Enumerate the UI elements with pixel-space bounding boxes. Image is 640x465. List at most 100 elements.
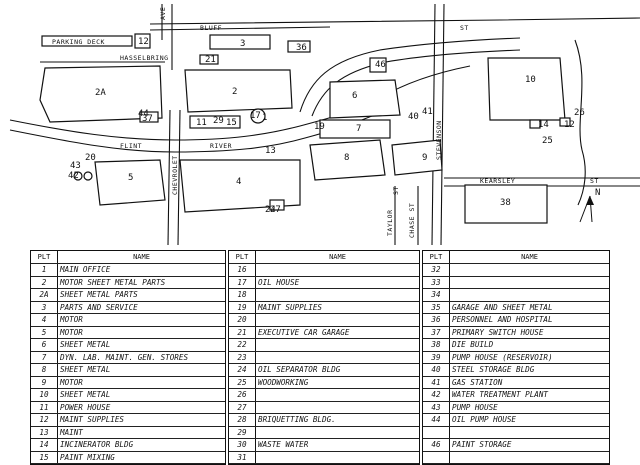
- legend-row: 23: [229, 351, 419, 364]
- building-label-41: 41: [422, 107, 433, 117]
- building-label-43: 43: [70, 161, 81, 171]
- legend-row: 16: [229, 263, 419, 277]
- building-label-24: 24: [265, 205, 276, 215]
- building-label-26: 26: [574, 108, 585, 118]
- legend-plant-name: POWER HOUSE: [57, 401, 225, 414]
- legend-plant-number: 7: [31, 351, 58, 364]
- street-label-st-lower: ST: [392, 186, 400, 195]
- legend-row: 26: [229, 388, 419, 402]
- legend-plant-number: 19: [229, 301, 256, 314]
- legend-plant-number: 28: [229, 413, 256, 427]
- building-14: [529, 119, 541, 129]
- building-2: [184, 69, 293, 113]
- building-46: [369, 57, 387, 73]
- legend-plant-number: 5: [31, 326, 58, 339]
- legend-header-name: NAME: [255, 251, 419, 264]
- legend-plant-number: 24: [229, 363, 256, 377]
- building-38: [464, 184, 548, 224]
- building-12: [559, 117, 571, 127]
- legend-plant-name: MAINT: [57, 426, 225, 439]
- legend-plant-number: 15: [31, 451, 58, 464]
- legend-plant-name: [255, 401, 419, 414]
- street-label-ave: AVE: [159, 7, 167, 20]
- legend-plant-name: SHEET METAL: [57, 388, 225, 402]
- building-label-25: 25: [542, 136, 553, 146]
- legend-plant-name: [449, 263, 609, 277]
- legend-plant-name: DIE BUILD: [449, 338, 609, 352]
- building-label-4: 4: [236, 177, 241, 187]
- building-label-10: 10: [525, 75, 536, 85]
- street-label-stevenson: STEVENSON: [435, 120, 443, 160]
- legend-row: 33: [423, 276, 609, 289]
- legend-plant-number: 2A: [31, 288, 58, 302]
- legend-plant-name: BRIQUETTING BLDG.: [255, 413, 419, 427]
- legend-plant-name: INCINERATOR BLDG: [57, 438, 225, 452]
- legend-plant-number: 31: [229, 451, 256, 464]
- legend-row: 22: [229, 338, 419, 352]
- legend-plant-number: 2: [31, 276, 58, 289]
- legend-plant-number: 23: [229, 351, 256, 364]
- legend-plant-name: [255, 263, 419, 277]
- building-label-14: 14: [538, 120, 549, 130]
- legend-row: [423, 451, 609, 464]
- legend-plant-number: 42: [423, 388, 450, 402]
- building-label-40: 40: [408, 112, 419, 122]
- legend-plant-name: PUMP HOUSE: [449, 401, 609, 414]
- legend-plant-name: PUMP HOUSE (RESERVOIR): [449, 351, 609, 364]
- legend-plant-number: 20: [229, 313, 256, 327]
- building-label-3: 3: [240, 39, 245, 49]
- legend-plant-number: 18: [229, 288, 256, 302]
- legend-row: 18: [229, 288, 419, 302]
- building-4: [179, 159, 301, 213]
- chevrolet-ave-lower-east: [177, 109, 181, 245]
- legend-plant-number: 22: [229, 338, 256, 352]
- building-label-29: 29: [213, 116, 224, 126]
- legend-row: 31: [229, 451, 419, 464]
- legend-plant-name: [255, 351, 419, 364]
- legend-plant-name: EXECUTIVE CAR GARAGE: [255, 326, 419, 339]
- building-label-20: 20: [85, 153, 96, 163]
- building-label-7: 7: [356, 124, 361, 134]
- building-6: [329, 79, 401, 119]
- legend-plant-number: 27: [229, 401, 256, 414]
- legend-plant-name: [255, 313, 419, 327]
- building-9: [391, 139, 443, 176]
- legend-plant-number: 17: [229, 276, 256, 289]
- legend-plant-name: GARAGE AND SHEET METAL: [449, 301, 609, 314]
- legend-plant-number: 34: [423, 288, 450, 302]
- legend-plant-name: [449, 451, 609, 464]
- legend-plant-number: 44: [423, 413, 450, 427]
- legend-header-name: NAME: [57, 251, 225, 264]
- street-label-kearsley: KEARSLEY: [480, 177, 515, 185]
- building-label-1: 1: [262, 113, 267, 123]
- label-12-small: 12: [138, 37, 149, 47]
- legend-plant-name: MOTOR: [57, 313, 225, 327]
- building-label-19: 19: [314, 122, 325, 132]
- legend-plant-name: WATER TREATMENT PLANT: [449, 388, 609, 402]
- building-label-42: 42: [68, 171, 79, 181]
- legend-plant-name: MAIN OFFICE: [57, 263, 225, 277]
- building-label-11: 11: [196, 118, 207, 128]
- street-label-taylor: TAYLOR: [386, 210, 394, 236]
- north-label: N: [595, 188, 600, 198]
- building-12-box: [134, 33, 151, 49]
- legend-plant-name: [255, 288, 419, 302]
- building-label-46: 46: [375, 60, 386, 70]
- legend-plant-name: GAS STATION: [449, 376, 609, 389]
